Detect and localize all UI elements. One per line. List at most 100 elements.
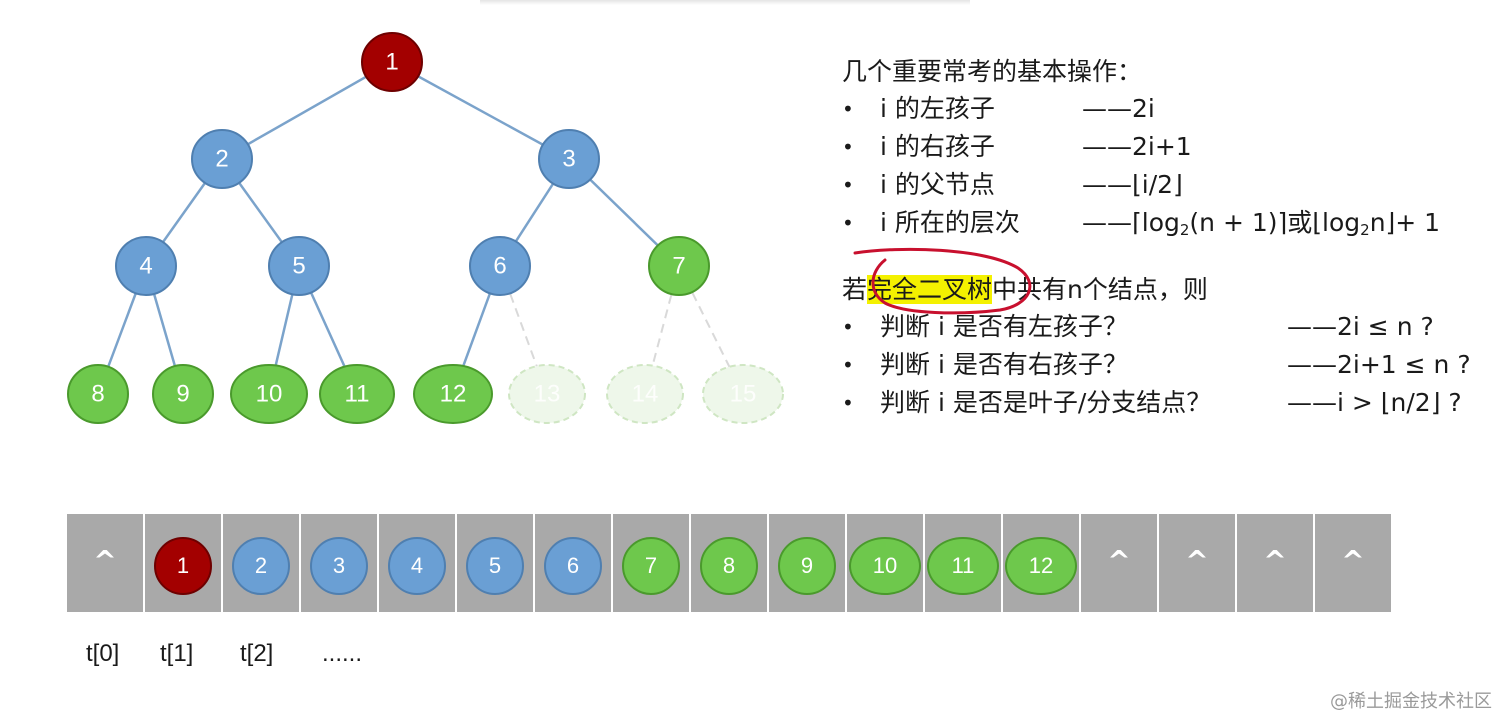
- tree-node-7: 7: [648, 236, 710, 296]
- cond-formula: ——2i ≤ n ?: [1287, 312, 1434, 341]
- array-cell-8: 8: [691, 514, 767, 612]
- formula-part: n⌋+ 1: [1369, 208, 1441, 237]
- cond-label: 判断 i 是否有左孩子？: [880, 312, 1128, 341]
- operations-heading: 几个重要常考的基本操作：: [842, 57, 1143, 86]
- cond-formula: ——i > ⌊n/2⌋ ?: [1287, 388, 1462, 417]
- tree-node-4: 4: [115, 236, 177, 296]
- bullet: •: [842, 211, 854, 235]
- node-shape: [191, 129, 253, 189]
- node-label: 8: [91, 381, 104, 408]
- conditions-heading: 若完全二叉树中共有n个结点，则: [842, 272, 1502, 308]
- basic-operations-panel: 几个重要常考的基本操作： • i 的左孩子 ——2i • i 的右孩子 ——2i…: [842, 54, 1502, 242]
- watermark: @稀土掘金技术社区: [1330, 691, 1492, 712]
- node-shape: [67, 364, 129, 424]
- node-label: 1: [385, 49, 398, 76]
- node-shape: [319, 364, 395, 424]
- tree-node-5: 5: [268, 236, 330, 296]
- array-node-10: 10: [849, 537, 921, 595]
- tree-node-14: 14: [606, 364, 684, 424]
- log-base: 2: [1360, 221, 1370, 239]
- node-shape: [648, 236, 710, 296]
- op-label: i 的父节点: [880, 170, 995, 199]
- node-label: 2: [215, 146, 228, 173]
- tree-node-13: 13: [508, 364, 586, 424]
- node-label: 9: [176, 381, 189, 408]
- array-cell-7: 7: [613, 514, 689, 612]
- bullet: •: [842, 315, 854, 339]
- array-node-9: 9: [778, 537, 836, 595]
- tree-node-8: 8: [67, 364, 129, 424]
- null-marker: ^: [1263, 543, 1287, 577]
- node-shape: [538, 129, 600, 189]
- array-node-5: 5: [466, 537, 524, 595]
- array-node-7: 7: [622, 537, 680, 595]
- index-label-t0: t[0]: [86, 640, 120, 667]
- bullet: •: [842, 353, 854, 377]
- null-marker: ^: [1107, 543, 1131, 577]
- node-label: 14: [632, 381, 659, 408]
- bullet: •: [842, 97, 854, 121]
- node-label: 11: [345, 381, 370, 408]
- node-label: 12: [440, 381, 467, 408]
- cond-leaf-branch: • 判断 i 是否是叶子/分支结点？ ——i > ⌊n/2⌋ ?: [842, 384, 1502, 422]
- node-shape: [469, 236, 531, 296]
- array-cell-2: 2: [223, 514, 299, 612]
- array-cell-0: ^: [67, 514, 143, 612]
- tree-edge: [221, 60, 393, 161]
- array-cell-16: ^: [1315, 514, 1391, 612]
- array-cell-15: ^: [1237, 514, 1313, 612]
- index-label-t1: t[1]: [160, 640, 194, 667]
- tree-node-10: 10: [230, 364, 308, 424]
- array-cell-11: 11: [925, 514, 1001, 612]
- op-formula: ——2i: [1082, 94, 1155, 123]
- tree-node-12: 12: [413, 364, 493, 424]
- node-shape: [413, 364, 493, 424]
- bullet: •: [842, 391, 854, 415]
- formula-part: (n + 1)⌉或⌊log: [1189, 208, 1361, 237]
- node-label: 5: [292, 253, 305, 280]
- tree-node-1: 1: [361, 32, 423, 92]
- array-cell-9: 9: [769, 514, 845, 612]
- array-cell-3: 3: [301, 514, 377, 612]
- node-shape: [606, 364, 684, 424]
- index-label-t2: t[2]: [240, 640, 274, 667]
- array-cell-6: 6: [535, 514, 611, 612]
- array-cell-12: 12: [1003, 514, 1079, 612]
- op-label: i 所在的层次: [880, 208, 1020, 237]
- array-cell-14: ^: [1159, 514, 1235, 612]
- null-marker: ^: [1185, 543, 1209, 577]
- cond-right-child: • 判断 i 是否有右孩子？ ——2i+1 ≤ n ?: [842, 346, 1502, 384]
- heading-suffix: 中共有n个结点，则: [992, 275, 1208, 304]
- tree-node-9: 9: [152, 364, 214, 424]
- highlighted-term: 完全二叉树: [867, 275, 993, 304]
- node-label: 13: [534, 381, 561, 408]
- array-cell-4: 4: [379, 514, 455, 612]
- tree-node-6: 6: [469, 236, 531, 296]
- array-cell-13: ^: [1081, 514, 1157, 612]
- tree-edge: [391, 60, 570, 161]
- array-node-11: 11: [927, 537, 999, 595]
- op-label: i 的右孩子: [880, 132, 995, 161]
- array-node-6: 6: [544, 537, 602, 595]
- node-label: 7: [672, 253, 685, 280]
- bullet: •: [842, 135, 854, 159]
- tree-node-15: 15: [702, 364, 784, 424]
- formula-part: ——⌈log: [1082, 208, 1180, 237]
- cond-label: 判断 i 是否是叶子/分支结点？: [880, 388, 1212, 417]
- op-parent: • i 的父节点 ——⌊i/2⌋: [842, 166, 1502, 204]
- cond-label: 判断 i 是否有右孩子？: [880, 350, 1128, 379]
- node-shape: [115, 236, 177, 296]
- op-right-child: • i 的右孩子 ——2i+1: [842, 128, 1502, 166]
- op-formula: ——⌊i/2⌋: [1082, 170, 1183, 199]
- cond-formula: ——2i+1 ≤ n ?: [1287, 350, 1471, 379]
- node-label: 3: [562, 146, 575, 173]
- top-shadow: [480, 0, 970, 5]
- node-label: 15: [730, 381, 757, 408]
- op-formula-level: ——⌈log2(n + 1)⌉或⌊log2n⌋+ 1: [1082, 204, 1440, 242]
- array-node-8: 8: [700, 537, 758, 595]
- bullet: •: [842, 173, 854, 197]
- op-formula: ——2i+1: [1082, 132, 1192, 161]
- node-shape: [702, 364, 784, 424]
